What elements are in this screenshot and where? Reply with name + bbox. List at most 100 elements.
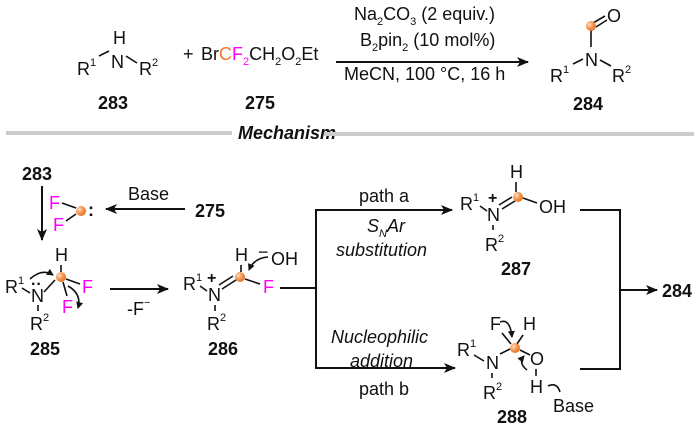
condition-solvent-temp-time: MeCN, 100 °C, 16 h — [344, 64, 505, 84]
reaction-conditions: Na2CO3 (2 equiv.) B2pin2 (10 mol%) MeCN,… — [336, 4, 529, 84]
carbonyl-carbon-dot — [586, 21, 596, 31]
compound-label-287: 287 — [501, 259, 531, 279]
int286-oh: OH — [271, 249, 298, 269]
product-o: O — [607, 6, 621, 26]
int288-n: N — [486, 353, 499, 373]
r1-label: R1 — [457, 338, 476, 360]
curved-arrow-base — [547, 384, 561, 393]
reagent-275: BrCF2CH2O2Et 275 — [201, 44, 318, 113]
bond — [65, 278, 81, 285]
int285-f2: F — [62, 297, 73, 317]
int286-plus: + — [207, 270, 216, 287]
int285-carbon-dot — [56, 272, 66, 282]
compound-label-285: 285 — [30, 339, 60, 359]
condition-catalyst: B2pin2 (10 mol%) — [360, 30, 495, 54]
carbene-f2: F — [53, 215, 64, 235]
mech-reagent-275: 275 — [195, 201, 225, 221]
bond — [43, 279, 56, 293]
bond — [125, 55, 138, 64]
int285-f1: F — [82, 277, 93, 297]
bond — [473, 354, 485, 362]
carbene-f1: F — [49, 193, 60, 213]
double-bond — [501, 200, 516, 210]
curved-arrow-f — [499, 320, 515, 338]
bond — [479, 205, 488, 212]
path-b-description-1: Nucleophilic — [331, 327, 428, 347]
section-title: Mechanism — [238, 123, 336, 143]
r2-label: R2 — [485, 233, 504, 255]
path-b-description-2: addition — [350, 351, 413, 371]
path-a-mechanism: SNAr — [367, 216, 406, 240]
bond — [61, 202, 77, 209]
bond — [62, 281, 68, 297]
reagent-formula: BrCF2CH2O2Et — [201, 44, 318, 68]
bond — [244, 278, 261, 285]
mech-product-284: 284 — [662, 281, 692, 301]
bond — [65, 213, 77, 222]
mech-start-283: 283 — [22, 164, 52, 184]
carbene-carbon-dot — [76, 206, 86, 216]
curved-arrow-hydroxide — [248, 256, 269, 271]
bond — [501, 332, 512, 345]
int288-o: O — [530, 349, 544, 369]
bond — [522, 197, 538, 204]
intermediate-287: H OH N + R1 R2 287 — [460, 162, 566, 279]
double-bond — [498, 196, 513, 206]
plus-sign: + — [183, 44, 194, 64]
int285-h: H — [55, 245, 68, 265]
path-b-label: path b — [359, 379, 409, 399]
intermediate-286: H − OH F N + R1 R2 286 — [183, 242, 298, 359]
int285-n: N — [31, 286, 44, 306]
double-bond — [218, 275, 234, 286]
compound-label-286: 286 — [208, 339, 238, 359]
r1-label: R1 — [460, 192, 479, 214]
product-284: O N R1 R2 284 — [550, 6, 631, 114]
bond — [98, 50, 110, 57]
bond — [21, 287, 31, 294]
compound-label-283: 283 — [98, 93, 128, 113]
int288-carbon-dot — [510, 343, 520, 353]
int286-h: H — [235, 245, 248, 265]
bond — [516, 334, 524, 345]
bond — [499, 348, 511, 355]
int286-oh-charge: − — [258, 242, 269, 262]
r2-label: R2 — [30, 312, 49, 334]
amine-h: H — [113, 28, 126, 48]
r1-label: R1 — [183, 272, 202, 294]
r2-label: R2 — [612, 64, 631, 86]
curved-arrow-n-attack — [29, 268, 54, 280]
r2-label: R2 — [139, 57, 158, 79]
int286-n: N — [208, 285, 221, 305]
int287-oh: OH — [539, 197, 566, 217]
base-label: Base — [128, 184, 169, 204]
r1-label: R1 — [5, 275, 24, 297]
path-a-description: substitution — [336, 240, 427, 260]
path-a-label: path a — [359, 186, 410, 206]
intermediate-288: F H O H Base N R1 R2 288 — [457, 314, 594, 427]
r1-label: R1 — [550, 64, 569, 86]
bond — [199, 285, 208, 292]
compound-label-275: 275 — [245, 93, 275, 113]
double-bond — [595, 19, 608, 28]
carbene-lone-pair: : — [88, 200, 94, 220]
bond — [519, 349, 531, 356]
amine-n: N — [111, 52, 124, 72]
double-bond — [221, 279, 237, 290]
int288-f: F — [490, 314, 501, 334]
compound-label-288: 288 — [497, 407, 527, 427]
int285-lone-pair: ·· — [31, 276, 42, 293]
difluorocarbene: F F : — [49, 193, 94, 235]
bond — [599, 59, 612, 67]
product-n: N — [585, 50, 598, 70]
compound-label-284: 284 — [573, 94, 603, 114]
condition-base: Na2CO3 (2 equiv.) — [354, 4, 495, 28]
r2-label: R2 — [207, 312, 226, 334]
r2-label: R2 — [483, 381, 502, 403]
curved-arrow-f-leaving — [67, 285, 84, 309]
intermediate-285: H F F N ·· R1 R2 285 — [5, 245, 93, 359]
int287-h: H — [510, 162, 523, 182]
bond — [572, 58, 584, 65]
double-bond — [592, 15, 606, 24]
int287-plus: + — [488, 190, 497, 207]
